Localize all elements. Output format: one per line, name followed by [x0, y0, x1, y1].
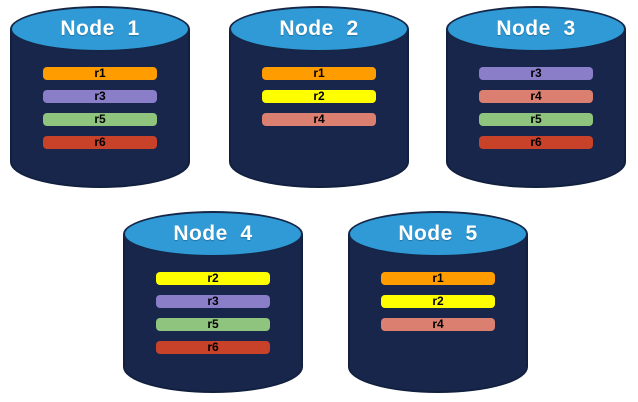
replica-bar: r2	[156, 272, 270, 285]
node-2-cylinder: Node 2 r1 r2 r4	[229, 6, 409, 188]
replica-label: r3	[94, 89, 106, 103]
cylinder-body	[348, 234, 528, 393]
node-1-cylinder: Node 1 r1 r3 r5 r6	[10, 6, 190, 188]
replica-label: r3	[207, 294, 219, 308]
cylinder-body	[446, 29, 626, 188]
replica-list: r1 r2 r4	[381, 272, 495, 331]
node-3-cylinder: Node 3 r3 r4 r5 r6	[446, 6, 626, 188]
replica-label: r1	[432, 271, 444, 285]
replica-bar: r4	[262, 113, 376, 126]
replica-label: r2	[432, 294, 444, 308]
replica-bar: r6	[479, 136, 593, 149]
replica-bar: r5	[43, 113, 157, 126]
replica-bar: r3	[479, 67, 593, 80]
replica-label: r1	[94, 66, 106, 80]
cylinder-body	[123, 234, 303, 393]
replica-bar: r1	[381, 272, 495, 285]
replica-list: r1 r2 r4	[262, 67, 376, 126]
cylinder-top: Node 1	[10, 6, 190, 52]
replica-label: r5	[94, 112, 106, 126]
replica-label: r3	[530, 66, 542, 80]
replica-label: r6	[94, 135, 106, 149]
replica-label: r2	[313, 89, 325, 103]
replica-bar: r3	[43, 90, 157, 103]
replica-bar: r2	[262, 90, 376, 103]
replica-label: r4	[530, 89, 542, 103]
replica-bar: r4	[381, 318, 495, 331]
cylinder-top: Node 2	[229, 6, 409, 52]
replica-bar: r5	[479, 113, 593, 126]
node-title: Node 1	[60, 17, 140, 40]
replica-list: r2 r3 r5 r6	[156, 272, 270, 354]
replica-label: r5	[207, 317, 219, 331]
replica-list: r3 r4 r5 r6	[479, 67, 593, 149]
replica-label: r4	[313, 112, 325, 126]
replica-bar: r1	[43, 67, 157, 80]
replica-bar: r1	[262, 67, 376, 80]
cylinder-top: Node 4	[123, 211, 303, 257]
node-4-cylinder: Node 4 r2 r3 r5 r6	[123, 211, 303, 393]
replica-bar: r2	[381, 295, 495, 308]
replica-bar: r3	[156, 295, 270, 308]
replica-label: r4	[432, 317, 444, 331]
replica-bar: r4	[479, 90, 593, 103]
replica-bar: r6	[43, 136, 157, 149]
node-title: Node 4	[173, 222, 253, 245]
replica-label: r2	[207, 271, 219, 285]
cylinder-body	[229, 29, 409, 188]
node-title: Node 5	[398, 222, 478, 245]
replica-list: r1 r3 r5 r6	[43, 67, 157, 149]
cylinder-top: Node 5	[348, 211, 528, 257]
replica-bar: r5	[156, 318, 270, 331]
replica-label: r6	[207, 340, 219, 354]
node-5-cylinder: Node 5 r1 r2 r4	[348, 211, 528, 393]
replica-label: r1	[313, 66, 325, 80]
replica-label: r6	[530, 135, 542, 149]
cylinder-top: Node 3	[446, 6, 626, 52]
replica-label: r5	[530, 112, 542, 126]
replica-bar: r6	[156, 341, 270, 354]
node-title: Node 2	[279, 17, 359, 40]
node-title: Node 3	[496, 17, 576, 40]
